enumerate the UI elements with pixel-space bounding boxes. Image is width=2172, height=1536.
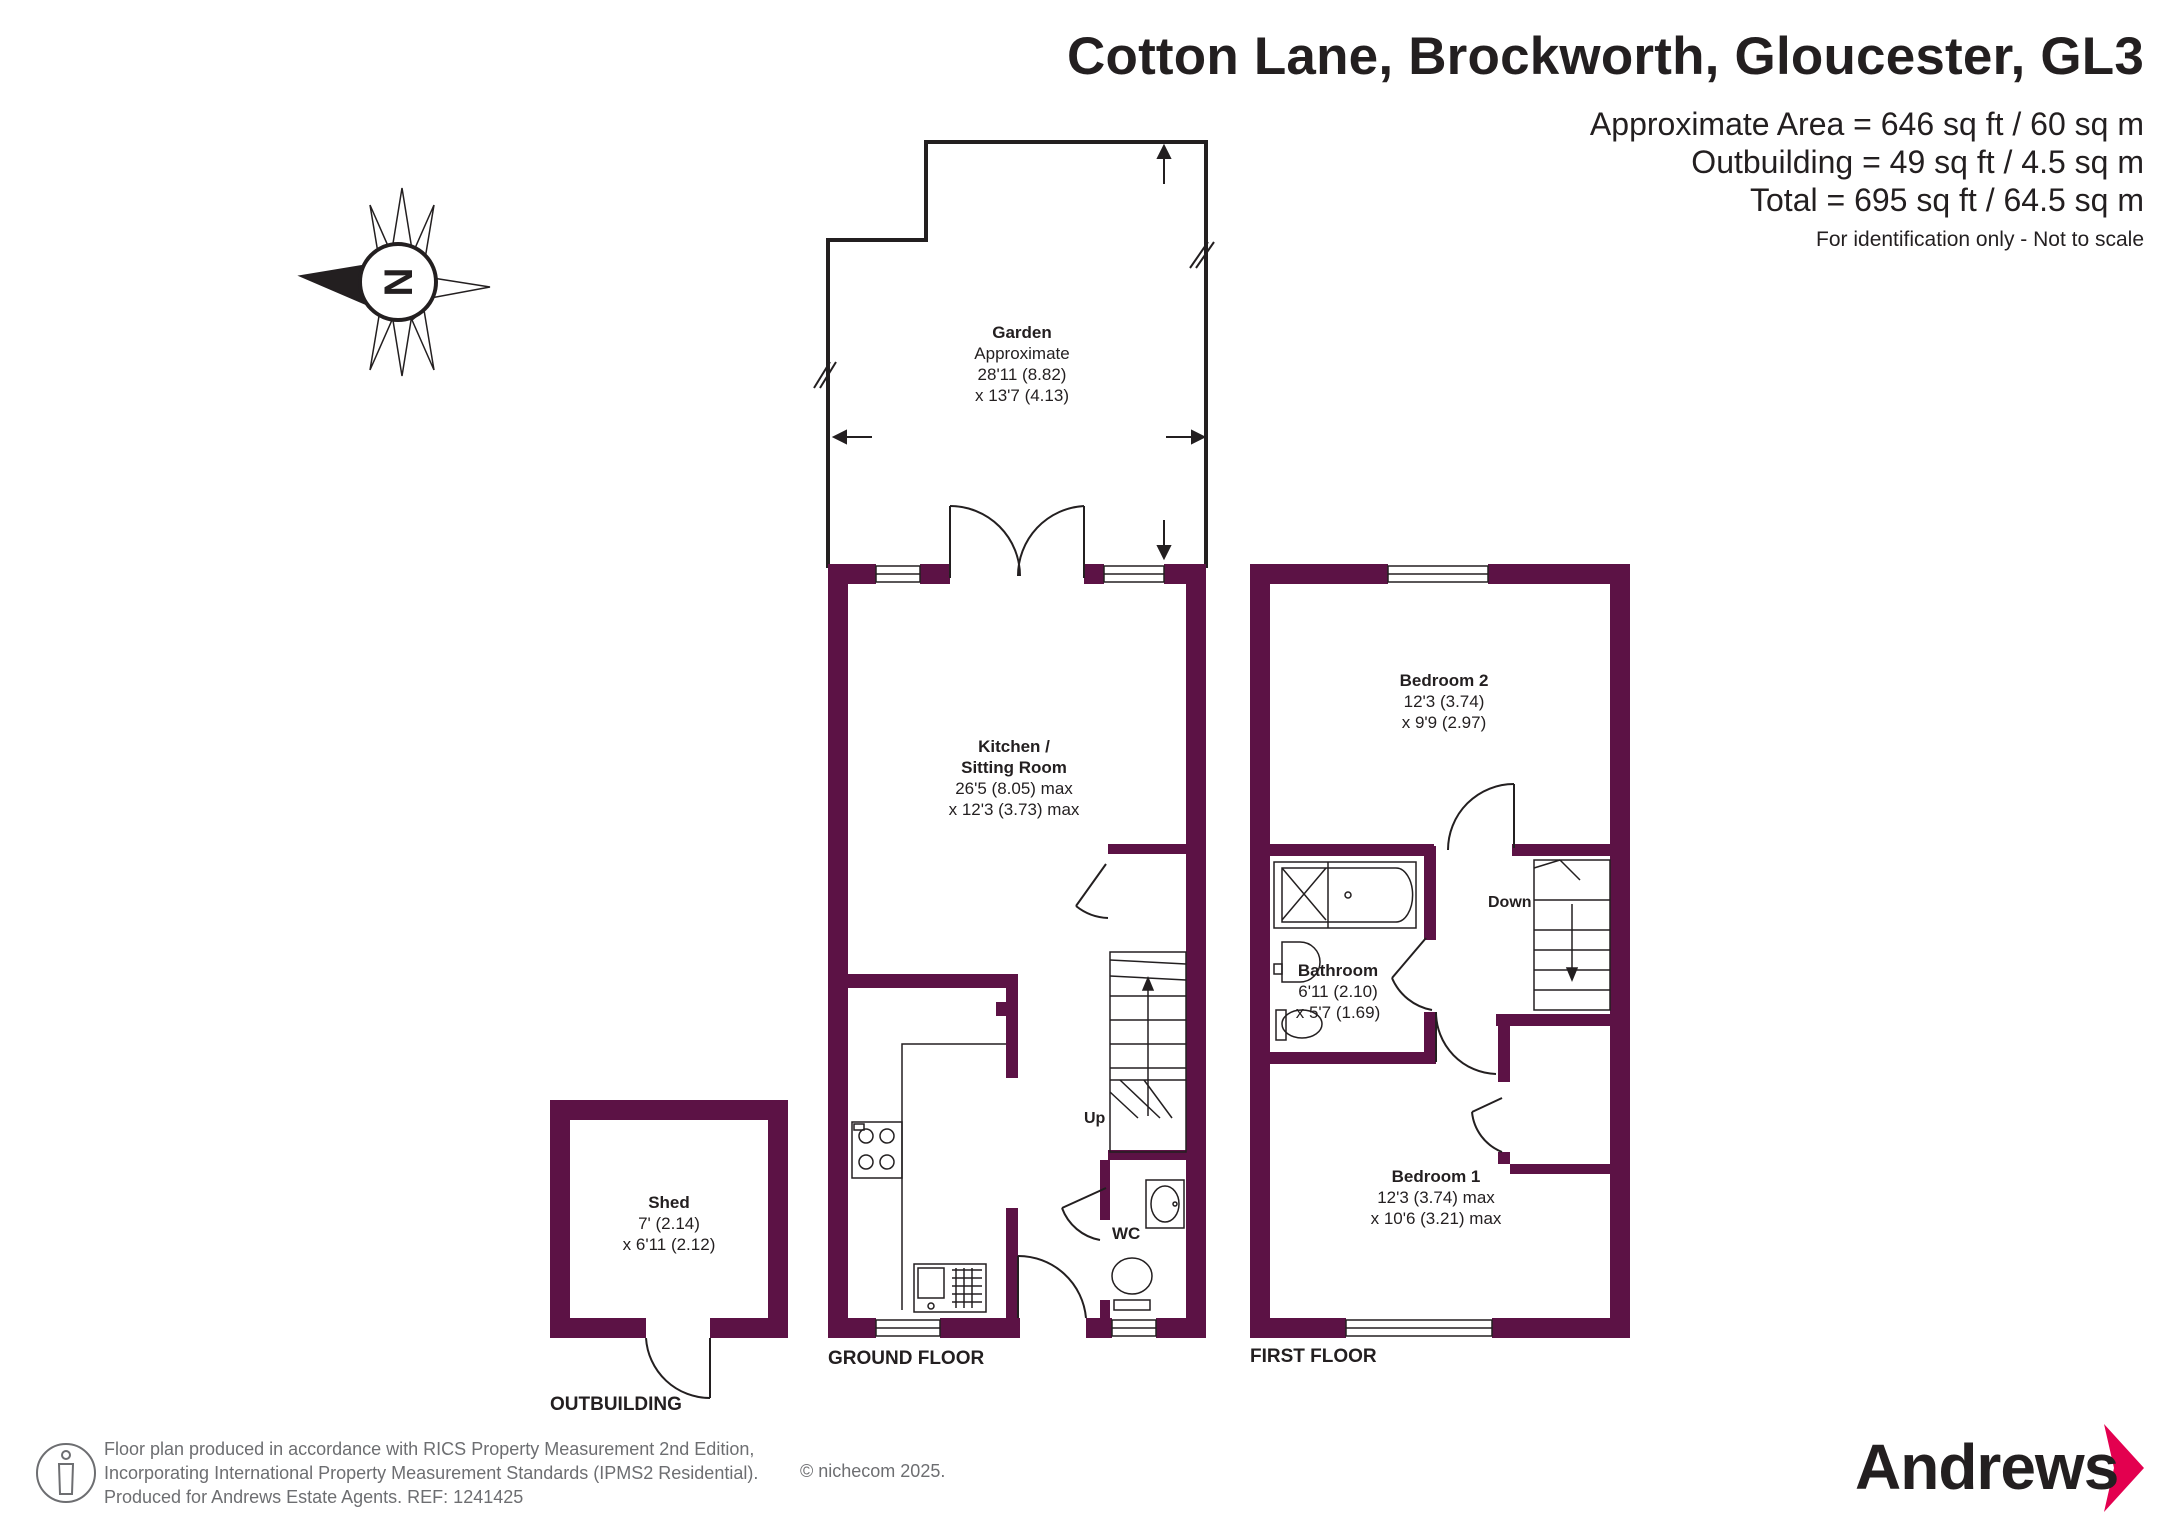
- room-name: Bedroom 1: [1391, 1167, 1481, 1186]
- room-name: Bedroom 2: [1399, 671, 1489, 690]
- ground-floor-windows: [875, 565, 1165, 1337]
- kitchen-units: [851, 1043, 1006, 1313]
- copyright-notice: © nichecom 2025.: [800, 1461, 946, 1481]
- andrews-logo: Andrews: [1855, 1431, 2119, 1503]
- andrews-logo-chevron: [2104, 1424, 2144, 1512]
- room-label-garden: Garden Approximate 28'11 (8.82) x 13'7 (…: [974, 322, 1069, 406]
- first-floor-walls: [1250, 564, 1630, 1338]
- room-label-shed: Shed 7' (2.14) x 6'11 (2.12): [623, 1192, 716, 1255]
- footer-notes: Floor plan produced in accordance with R…: [104, 1437, 758, 1509]
- disclaimer-text: For identification only - Not to scale: [1816, 228, 2144, 251]
- ground-floor-label: GROUND FLOOR: [828, 1348, 985, 1369]
- property-title: Cotton Lane, Brockworth, Gloucester, GL3: [1067, 27, 2144, 86]
- room-label-bathroom: Bathroom 6'11 (2.10) x 5'7 (1.69): [1296, 960, 1381, 1023]
- room-name: Sitting Room: [961, 758, 1067, 777]
- room-dimension: x 6'11 (2.12): [622, 1235, 716, 1254]
- outbuilding-area: Outbuilding = 49 sq ft / 4.5 sq m: [1691, 144, 2144, 180]
- compass-rose: [297, 187, 491, 377]
- room-name: Kitchen /: [978, 737, 1050, 756]
- room-dimension: 12'3 (3.74) max: [1377, 1188, 1495, 1207]
- room-dimension: 6'11 (2.10): [1298, 982, 1378, 1001]
- footer-line: Incorporating International Property Mea…: [104, 1463, 759, 1483]
- first-floor-windows: [1345, 565, 1493, 1337]
- room-label-bedroom-2: Bedroom 2 12'3 (3.74) x 9'9 (2.97): [1400, 670, 1489, 733]
- ground-floor-doors: [949, 505, 1109, 1319]
- person-icon: [36, 1443, 96, 1503]
- wc-fixtures: [1111, 1179, 1185, 1311]
- staircase-first: [1533, 859, 1611, 1011]
- first-floor-doors: [1391, 783, 1515, 1153]
- room-dimension: x 12'3 (3.73) max: [948, 800, 1080, 819]
- room-label-wc: WC: [1112, 1224, 1141, 1243]
- room-dimension: x 5'7 (1.69): [1295, 1003, 1381, 1022]
- room-dimension: x 10'6 (3.21) max: [1370, 1209, 1502, 1228]
- room-note: Approximate: [974, 344, 1070, 363]
- first-floor-label: FIRST FLOOR: [1250, 1346, 1377, 1367]
- room-name: Shed: [648, 1193, 690, 1212]
- room-name: Bathroom: [1297, 961, 1379, 980]
- room-label-kitchen: Kitchen / Sitting Room 26'5 (8.05) max x…: [949, 736, 1080, 820]
- room-dimension: 12'3 (3.74): [1403, 692, 1485, 711]
- ground-floor-walls: [828, 564, 1206, 1338]
- outbuilding-label: OUTBUILDING: [550, 1394, 682, 1415]
- shed-door: [645, 1337, 711, 1400]
- shed-walls: [550, 1100, 788, 1338]
- approximate-area: Approximate Area = 646 sq ft / 60 sq m: [1589, 106, 2144, 142]
- stairs-down-label: Down: [1488, 894, 1532, 911]
- stairs-up-label: Up: [1084, 1110, 1106, 1127]
- footer-line: Floor plan produced in accordance with R…: [104, 1439, 755, 1459]
- bathroom-fixtures: [1273, 861, 1417, 1041]
- room-dimension: 7' (2.14): [638, 1214, 700, 1233]
- room-dimension: x 9'9 (2.97): [1401, 713, 1487, 732]
- room-dimension: 26'5 (8.05) max: [955, 779, 1073, 798]
- footer-line: Produced for Andrews Estate Agents. REF:…: [104, 1487, 524, 1507]
- compass-letter: N: [377, 268, 421, 297]
- room-dimension: x 13'7 (4.13): [975, 386, 1069, 405]
- garden-dimension-arrows: [831, 143, 1207, 561]
- room-name: Garden: [992, 323, 1052, 342]
- total-area: Total = 695 sq ft / 64.5 sq m: [1750, 182, 2144, 218]
- staircase-ground: [1109, 951, 1187, 1153]
- garden-outline: [813, 140, 1215, 568]
- room-dimension: 28'11 (8.82): [977, 365, 1067, 384]
- room-label-bedroom-1: Bedroom 1 12'3 (3.74) max x 10'6 (3.21) …: [1371, 1166, 1502, 1229]
